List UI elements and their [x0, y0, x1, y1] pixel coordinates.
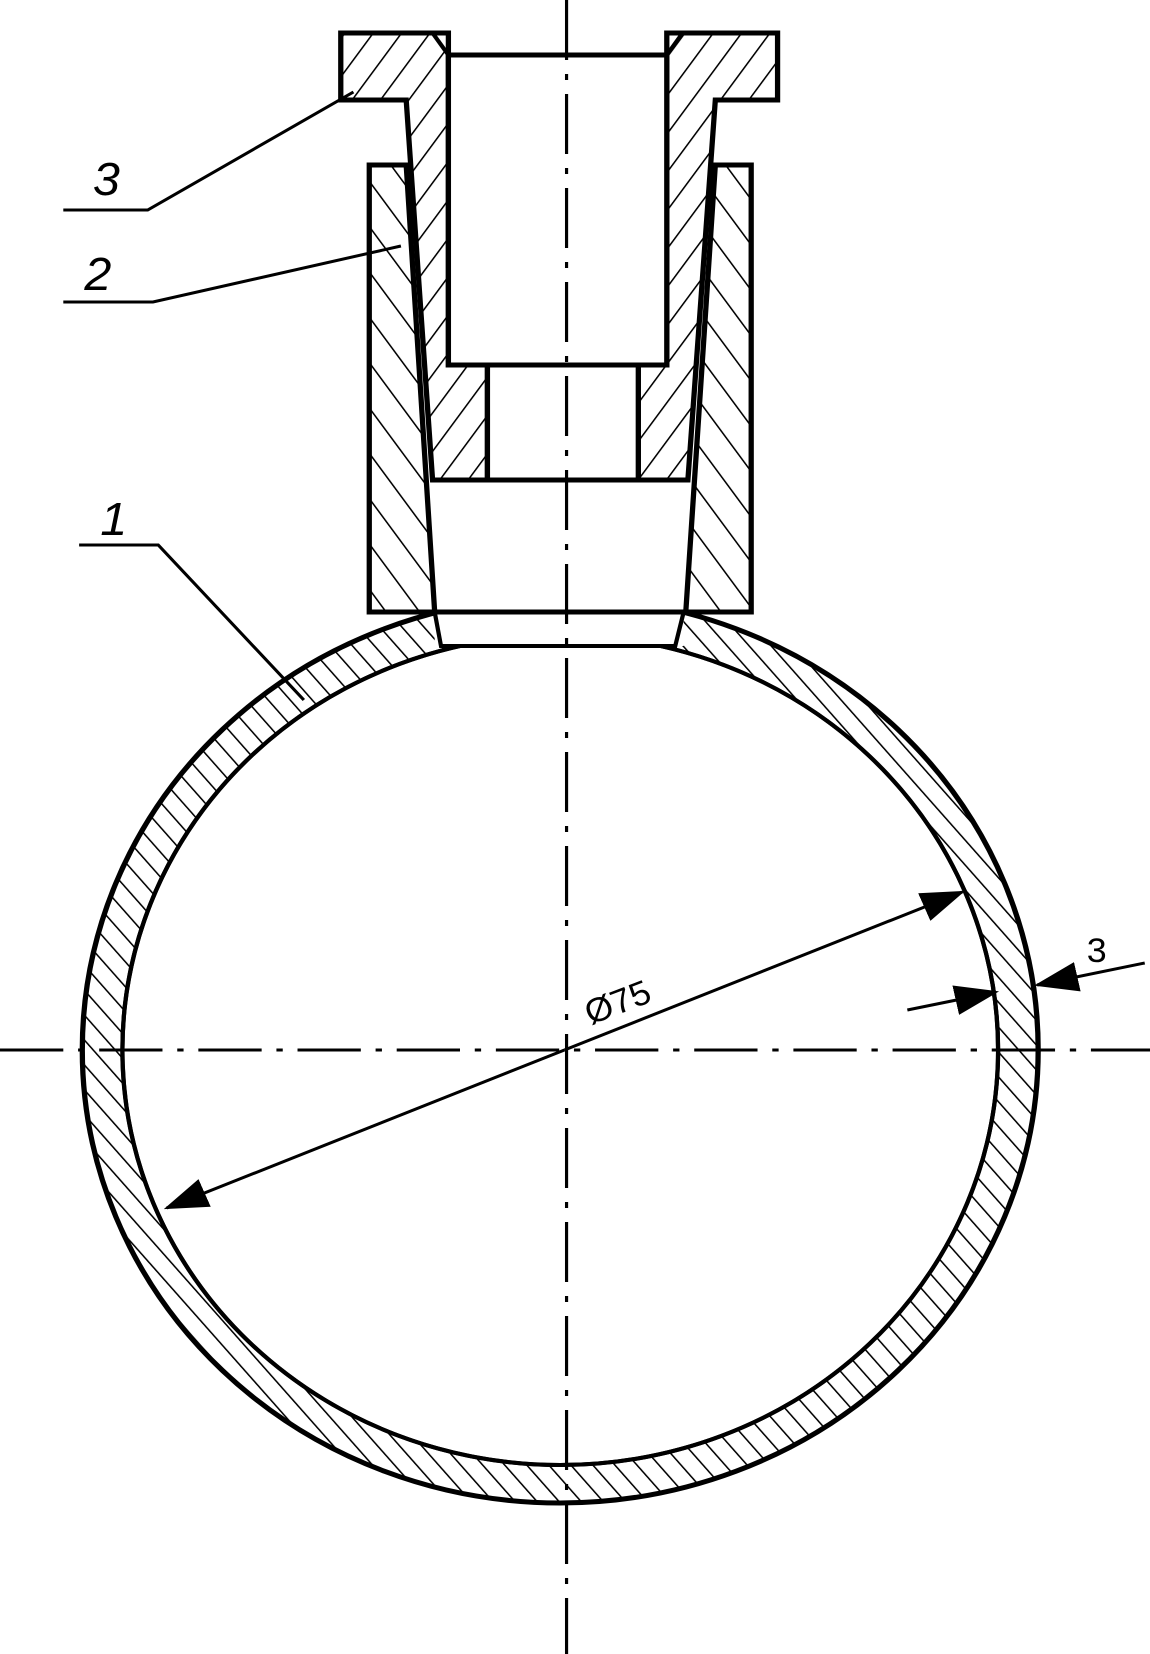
sleeve	[366, 162, 754, 615]
sphere-body	[79, 590, 1041, 1506]
part-label-2: 2	[83, 249, 111, 301]
diameter-dimension-line	[563, 890, 966, 1052]
thickness-arrow-left	[907, 985, 1000, 1015]
leader-line-1	[79, 543, 306, 701]
leader-line-2	[63, 244, 402, 304]
leader-line-3	[63, 90, 355, 212]
thickness-label: 3	[1087, 932, 1107, 970]
part-label-3: 3	[93, 154, 120, 206]
part-label-1: 1	[100, 494, 127, 546]
diameter-label: Ø75	[579, 973, 657, 1032]
nut	[338, 30, 781, 483]
thickness-arrow-right	[1034, 961, 1146, 992]
